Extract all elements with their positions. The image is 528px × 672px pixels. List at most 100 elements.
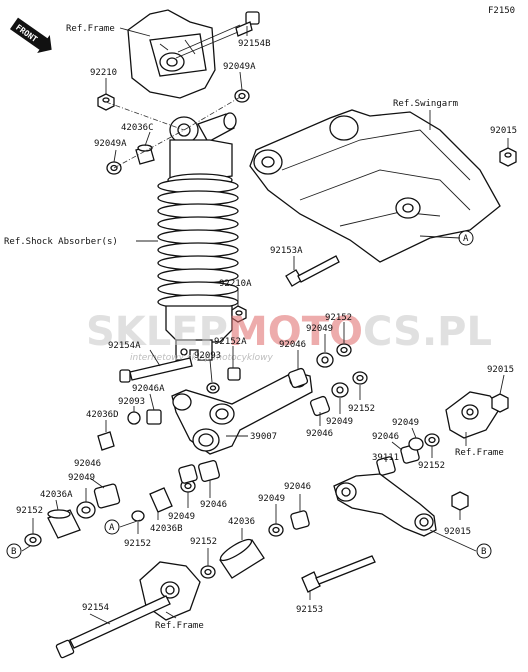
label-ref-frame-top: Ref.Frame xyxy=(66,24,115,34)
label-92154b: 92154B xyxy=(238,39,271,49)
washer-92049-a xyxy=(316,352,334,368)
axis-line xyxy=(183,95,243,131)
nut-92015-mid xyxy=(491,393,509,413)
label-42036a: 42036A xyxy=(40,490,73,500)
label-92049a-top: 92049A xyxy=(223,62,256,72)
seal-92152a xyxy=(227,367,241,381)
collar-92093-a xyxy=(206,382,220,394)
label-92210: 92210 xyxy=(90,68,117,78)
bolt-92154 xyxy=(55,595,171,659)
label-92049-f: 92049 xyxy=(258,494,285,504)
label-92154a: 92154A xyxy=(108,341,141,351)
collar-42036d xyxy=(97,431,115,451)
svg-text:B: B xyxy=(481,547,486,557)
label-39111: 39111 xyxy=(372,453,399,463)
washer-92049-c xyxy=(408,437,424,451)
bearing-92046-f xyxy=(290,510,310,530)
label-92046-c: 92046 xyxy=(372,432,399,442)
label-92049-a: 92049 xyxy=(306,324,333,334)
nut-92015-bot xyxy=(451,491,469,511)
seal-92152-f xyxy=(200,565,216,579)
bearing-92046-dd xyxy=(93,483,121,509)
bolt-92154a xyxy=(119,357,193,383)
washer-92049-d xyxy=(76,501,96,519)
watermark-gray-1: SKLEP xyxy=(86,309,228,355)
watermark-tagline: internetowy sklep motocyklowy xyxy=(130,353,273,363)
svg-text:A: A xyxy=(109,523,115,533)
washer-92049-f xyxy=(268,523,284,537)
label-92152-d: 92152 xyxy=(16,506,43,516)
bolt-92154b xyxy=(175,11,260,59)
label-ref-frame-right: Ref.Frame xyxy=(455,448,504,458)
label-92152-f: 92152 xyxy=(190,537,217,547)
label-92046-f: 92046 xyxy=(284,482,311,492)
watermark: SKLEPMOTOCS.PL internetowy sklep motocyk… xyxy=(86,309,492,363)
label-92152-b: 92152 xyxy=(348,404,375,414)
label-92154: 92154 xyxy=(82,603,109,613)
label-92046a: 92046A xyxy=(132,384,165,394)
label-92049-d: 92049 xyxy=(68,473,95,483)
collar-92093-b xyxy=(127,411,141,425)
label-92153a: 92153A xyxy=(270,246,303,256)
label-92152a: 92152A xyxy=(214,337,247,347)
bearing-92046-lower xyxy=(178,464,198,484)
axis-line xyxy=(113,129,185,169)
callout-a-left: A xyxy=(104,519,120,535)
label-92152-c: 92152 xyxy=(418,461,445,471)
label-42036b: 42036B xyxy=(150,524,183,534)
axis-line xyxy=(105,101,185,131)
label-42036: 42036 xyxy=(228,517,255,527)
seal-92152-a xyxy=(336,343,352,357)
label-92210a: 92210A xyxy=(219,279,252,289)
nut-92015-top xyxy=(499,147,517,167)
svg-text:A: A xyxy=(463,234,469,244)
washer-92152-small xyxy=(131,510,145,522)
label-92049a-left: 92049A xyxy=(94,139,127,149)
label-92152-a: 92152 xyxy=(325,313,352,323)
bearing-92046-e xyxy=(198,460,220,482)
label-92093-a: 92093 xyxy=(194,351,221,361)
bolt-92153 xyxy=(301,555,376,593)
label-92015-top: 92015 xyxy=(490,126,517,136)
figure-code: F2150 xyxy=(488,6,515,16)
seal-92152-c xyxy=(424,433,440,447)
rocker-arm-39007 xyxy=(171,371,313,455)
label-92152-e: 92152 xyxy=(124,539,151,549)
bearing-92046-a xyxy=(287,367,309,389)
collar-42036a xyxy=(47,509,81,539)
label-92046-b: 92046 xyxy=(306,429,333,439)
collar-42036c xyxy=(135,144,155,165)
callout-b-left: B xyxy=(6,543,22,559)
label-92153: 92153 xyxy=(296,605,323,615)
callout-a-right: A xyxy=(458,230,474,246)
collar-42036 xyxy=(219,538,265,579)
watermark-suffix: CS.PL xyxy=(363,309,492,355)
part-labels: Ref.Frame 92154B 92210 92049A 42036C 920… xyxy=(4,24,517,631)
label-92049-b: 92049 xyxy=(326,417,353,427)
label-42036d: 42036D xyxy=(86,410,119,420)
bearing-92046a xyxy=(146,409,162,425)
label-92015-mid: 92015 xyxy=(487,365,514,375)
label-92046-a: 92046 xyxy=(279,340,306,350)
shock-absorber xyxy=(157,112,239,361)
label-92046-e: 92046 xyxy=(200,500,227,510)
label-ref-shock-absorber: Ref.Shock Absorber(s) xyxy=(4,237,118,247)
label-92093-b: 92093 xyxy=(118,397,145,407)
label-ref-frame-bot: Ref.Frame xyxy=(155,621,204,631)
label-92015-bot: 92015 xyxy=(444,527,471,537)
right-frame-mount xyxy=(445,391,501,439)
leader-lines xyxy=(21,26,509,625)
label-ref-swingarm: Ref.Swingarm xyxy=(393,99,458,109)
callout-b-right: B xyxy=(476,543,492,559)
label-92049-c: 92049 xyxy=(392,418,419,428)
label-42036c: 42036C xyxy=(121,123,154,133)
bolt-92153a xyxy=(285,255,340,287)
svg-text:SKLEPMOTOCS.PL: SKLEPMOTOCS.PL xyxy=(86,309,492,355)
seal-92152-d xyxy=(24,533,42,547)
label-39007: 39007 xyxy=(250,432,277,442)
shock-spring xyxy=(157,178,239,310)
top-frame-bracket xyxy=(127,9,216,99)
swingarm xyxy=(249,109,501,263)
seal-92152-b xyxy=(352,371,368,385)
